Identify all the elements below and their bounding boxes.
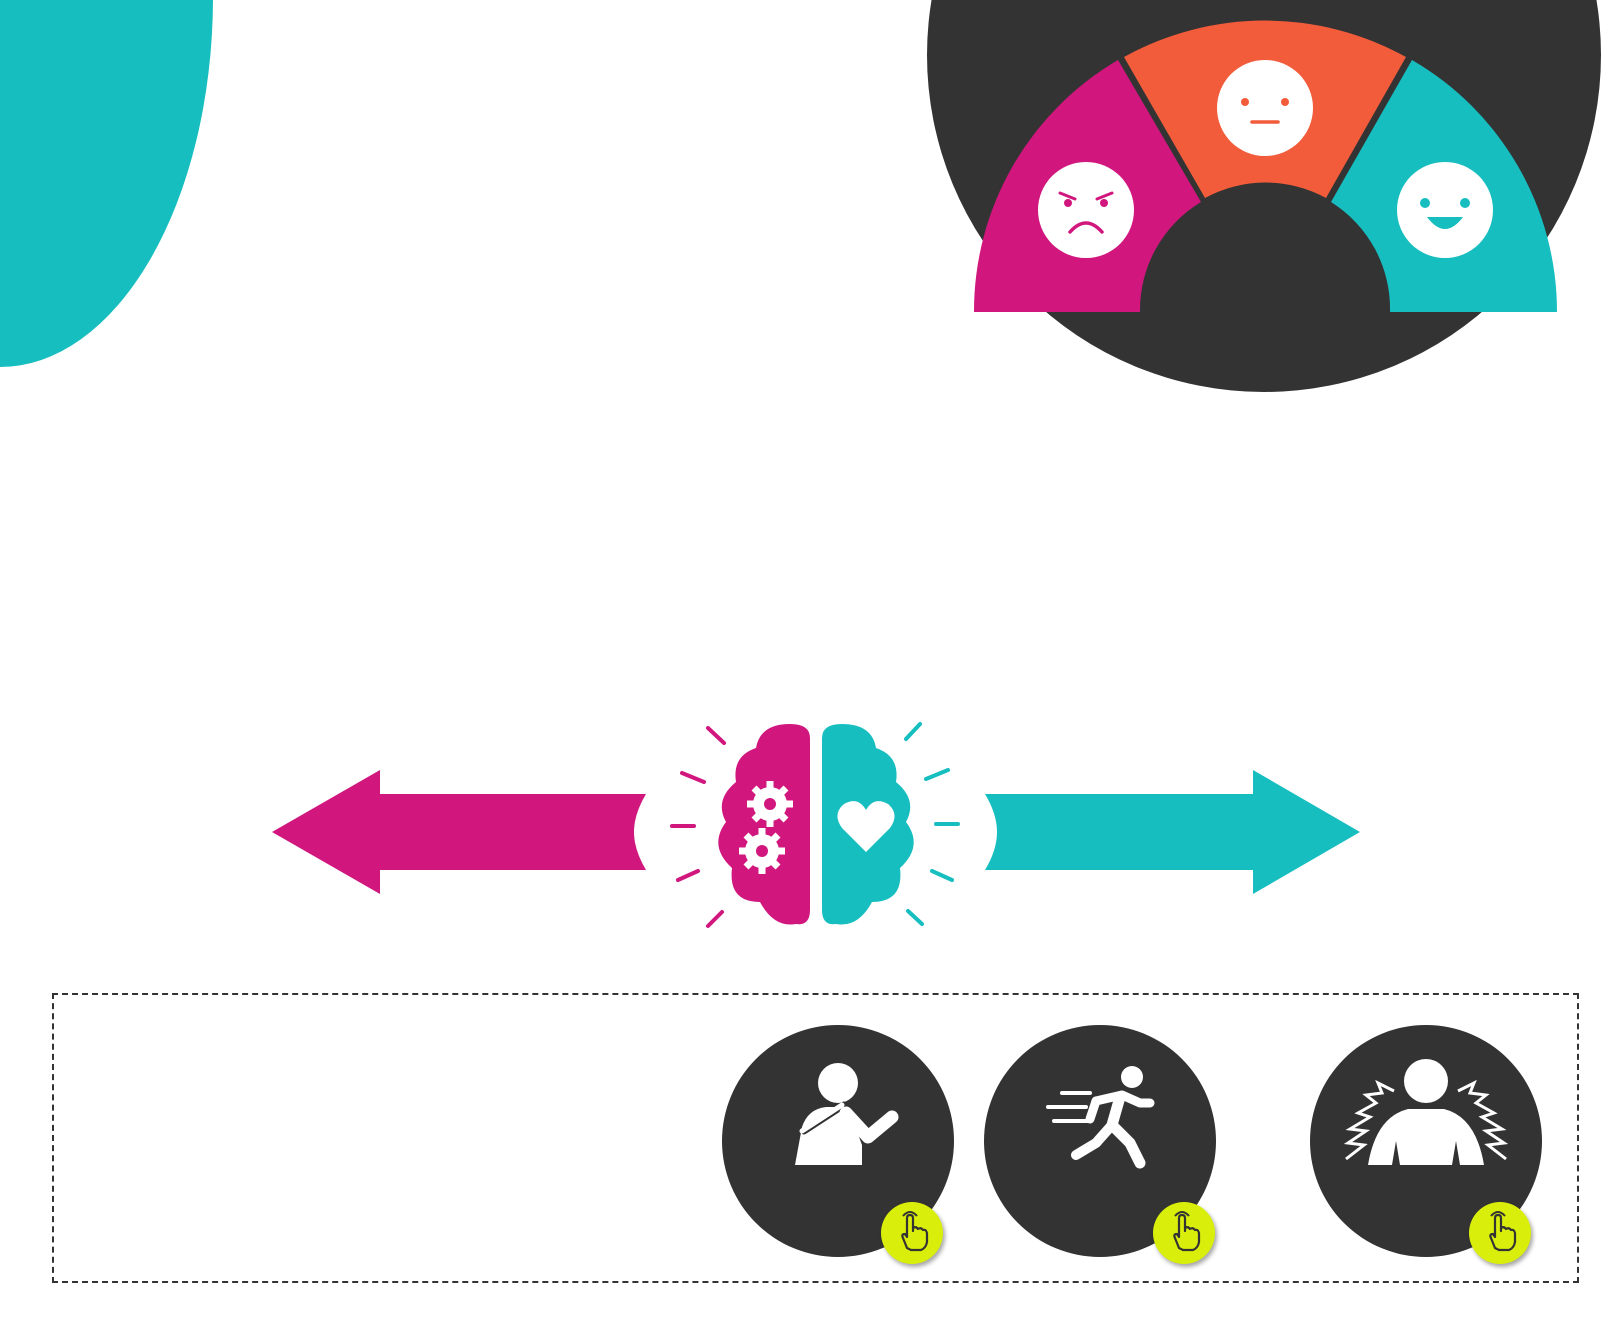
fight-response-button[interactable] <box>722 1025 954 1264</box>
flight-response-button[interactable] <box>984 1025 1216 1264</box>
happy-face-icon <box>1397 162 1493 258</box>
tap-hand-icon <box>1489 1211 1517 1252</box>
brain-arrows-diagram <box>272 722 1360 928</box>
right-arrow <box>985 770 1360 894</box>
fight-person-icon <box>795 1063 899 1165</box>
brain-rays-left <box>670 726 726 928</box>
response-options-panel <box>52 993 1579 1283</box>
tap-badge[interactable] <box>1469 1202 1531 1264</box>
tap-hand-icon <box>901 1211 929 1252</box>
freeze-response-button[interactable] <box>1310 1025 1542 1264</box>
running-person-icon <box>1046 1066 1155 1169</box>
tap-badge[interactable] <box>881 1202 943 1264</box>
tap-badge[interactable] <box>1153 1202 1215 1264</box>
angry-face-icon <box>1038 162 1134 258</box>
brain-logic-half <box>718 724 810 925</box>
neutral-face-icon <box>1217 60 1313 156</box>
corner-decoration <box>0 0 213 367</box>
mood-gauge <box>927 0 1601 392</box>
brain-rays-right <box>904 722 960 926</box>
tense-person-icon <box>1343 1059 1509 1165</box>
gears-icon <box>739 781 793 874</box>
heart-icon <box>837 801 895 852</box>
left-arrow <box>272 770 646 894</box>
tap-hand-icon <box>1173 1211 1201 1252</box>
